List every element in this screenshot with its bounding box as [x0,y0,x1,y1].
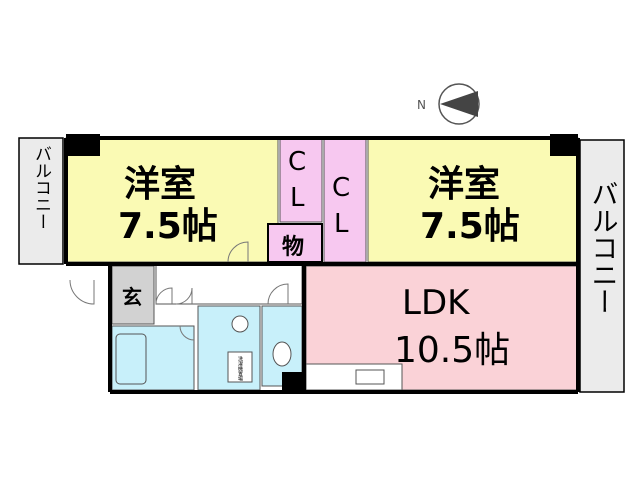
closet-right-area [323,137,367,263]
compass: N [417,83,480,125]
column [282,372,302,392]
western-room-left-size: 7.5帖 [118,206,218,247]
balcony-right: バルコニー [579,139,625,393]
western-room-right-name: 洋室 [428,164,500,205]
ldk-size: 10.5帖 [394,330,510,371]
balcony-right-label: バルコニー [587,180,618,315]
washer-space [227,351,253,383]
hallway-area [155,263,303,305]
compass-north-label: N [417,98,426,112]
closet-left-area [279,137,323,223]
closet-left-label-1: C [288,147,306,177]
bathtub [115,333,147,385]
western-room-right-area [367,137,579,263]
balcony-right-area [579,139,625,393]
door-arcs [69,241,289,341]
closet-left-label-2: L [290,183,305,213]
entrance-area [111,265,155,325]
toilet-icon [272,341,292,367]
column [550,134,578,156]
western-room-left-name: 洋室 [124,164,196,205]
ldk-name: LDK [402,283,471,323]
storage-area [267,223,323,263]
entrance-label: 玄 [122,285,142,309]
kitchen-sink [355,369,385,385]
balcony-left-label: バルコニー [31,145,51,230]
western-room-left-area [65,137,279,263]
walls [64,136,580,394]
closet-right-label-1: C [332,173,350,203]
closet-right-label-2: L [334,209,349,239]
kitchen-counter [305,363,403,391]
balcony-left-area [18,137,64,265]
compass-needle-icon [440,91,478,117]
column [66,134,100,156]
wash-basin-icon [231,315,249,333]
storage-label: 物 [282,234,304,260]
balcony-left: バルコニー [18,137,64,265]
washer-space-label: 洗濯機置場 [237,355,243,382]
western-room-right-size: 7.5帖 [420,206,520,247]
